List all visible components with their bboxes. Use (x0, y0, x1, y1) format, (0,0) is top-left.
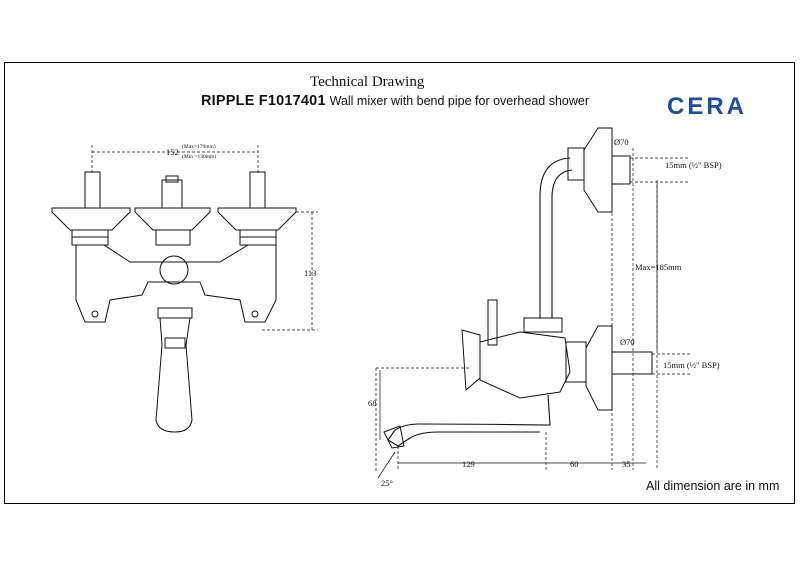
left-handle (51, 207, 131, 231)
top-nut (567, 147, 585, 181)
side-view (375, 127, 690, 479)
dim-spout-length: 129 (462, 459, 475, 469)
dim-spacing-text: 152 (166, 147, 179, 157)
dim-max-height: Max=185mm (635, 262, 682, 272)
top-inlet-stub (611, 155, 631, 185)
dim-top-thread: 15mm (½" BSP) (665, 160, 722, 170)
bend-pipe-outer (539, 157, 571, 318)
bottom-wall-flange (585, 325, 613, 411)
side-dimension-arrows (377, 183, 658, 479)
left-outlet (91, 310, 99, 318)
center-nut (155, 229, 191, 246)
brand-logo: CERA (667, 93, 748, 120)
left-spindle (84, 171, 101, 209)
mixer-body (75, 244, 277, 323)
dim-bottom-thread: 15mm (½" BSP) (663, 360, 720, 370)
center-handle (134, 207, 211, 231)
dim-bottom-diameter: Ø70 (620, 337, 635, 347)
dimension-note: All dimension are in mm (646, 479, 780, 493)
dim-top-diameter: Ø70 (614, 137, 629, 147)
spout-nut (157, 307, 193, 319)
drawing-title: Technical Drawing (310, 74, 425, 90)
front-spout (155, 317, 193, 433)
front-view (51, 145, 318, 433)
right-handle (217, 207, 297, 231)
right-spindle (249, 171, 266, 209)
bottom-inlet-stub (611, 351, 653, 375)
dim-body-depth: 60 (570, 459, 579, 469)
drawing-frame (4, 62, 795, 504)
spout-aerator (383, 425, 405, 449)
dim-height-line (262, 211, 318, 331)
top-wall-flange (583, 127, 613, 213)
dim-spout-angle: 25° (381, 478, 393, 488)
dim-front-height: 113 (304, 268, 316, 278)
lever-handle (461, 329, 481, 392)
side-mixer-body (479, 331, 571, 399)
center-spindle-cap (165, 175, 179, 183)
side-dimension-lines (375, 128, 690, 472)
center-spindle (161, 179, 183, 209)
drawing-subtitle: RIPPLE F1017401 Wall mixer with bend pip… (201, 92, 589, 109)
bend-pipe-inner (551, 169, 573, 318)
pipe-base-nut (523, 317, 563, 333)
dim-spacing-max: (Max=170mm) (182, 143, 216, 150)
product-description: Wall mixer with bend pipe for overhead s… (329, 94, 589, 108)
lever-stem (487, 299, 498, 346)
dim-spacing-min: (Min =130mm) (182, 153, 216, 160)
model-number: RIPPLE F1017401 (201, 93, 326, 109)
dim-spout-height: 68 (368, 398, 377, 408)
side-spout (387, 394, 551, 447)
dim-spacing-line (91, 145, 259, 175)
dim-flange-depth: 35 (622, 459, 631, 469)
right-outlet (251, 310, 259, 318)
spout-collar (164, 337, 186, 349)
diverter-knob (159, 255, 189, 285)
